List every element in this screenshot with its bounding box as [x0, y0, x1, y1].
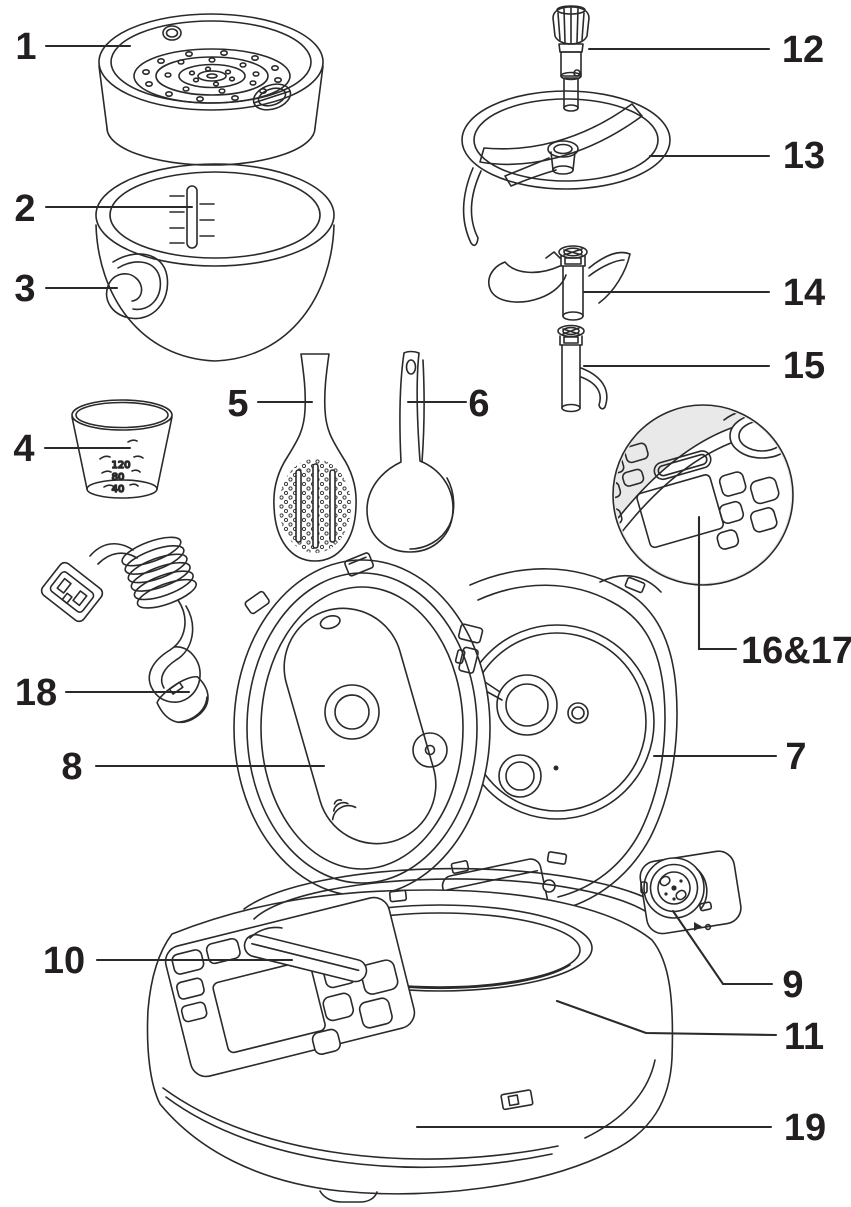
callout-5-label: 5: [227, 383, 248, 425]
callout-1-label: 1: [15, 26, 36, 68]
callout-11-leader: [555, 999, 778, 1037]
callout-14-label: 14: [783, 272, 825, 314]
release-arrow-icon: [694, 922, 712, 931]
lid-assembly-drawing: [233, 552, 678, 928]
callout-10-label: 10: [43, 940, 85, 982]
steam-wave-icon: [331, 799, 357, 821]
callout-9-leader: [671, 909, 774, 986]
callout-18-label: 18: [15, 672, 57, 714]
inner-bowl-drawing: [95, 163, 335, 362]
paddle-shaft-drawing: [557, 324, 608, 413]
callout-16-17-label: 16&17: [741, 630, 851, 672]
rice-paddle-drawing: [273, 353, 357, 562]
stirring-blade-frame-drawing: [461, 90, 671, 247]
callout-leaders: [43, 44, 778, 1129]
callout-16-17-leader: [697, 515, 738, 651]
cord-appliance-plug: [40, 561, 104, 623]
control-panel-inset-drawing: [612, 404, 794, 586]
callout-7-label: 7: [785, 736, 806, 778]
steam-valve-drawing: [639, 850, 742, 935]
valve-knob-drawing: [552, 5, 590, 112]
callout-2-label: 2: [14, 188, 35, 230]
steam-basket-drawing: [98, 13, 324, 166]
callout-labels: 1 2 3 4 5 6 7 8 9 10 11 12 13 14 15 16&1…: [13, 26, 851, 1149]
callout-19-label: 19: [784, 1107, 826, 1149]
ladle-drawing: [366, 350, 455, 553]
power-cord-drawing: [40, 536, 209, 724]
body-control-panel: [164, 896, 416, 1078]
cup-mark-40: 40: [112, 484, 125, 495]
callout-4-label: 4: [13, 428, 34, 470]
pot-handle-drawing: [243, 926, 368, 983]
cup-mark-80: 80: [112, 472, 125, 483]
callout-8-label: 8: [61, 746, 82, 788]
water-level-gauge: [169, 185, 215, 249]
callout-9-label: 9: [782, 964, 803, 1006]
callout-12-label: 12: [782, 29, 824, 71]
body-vent: [500, 1089, 534, 1111]
cord-wall-plug: [156, 676, 209, 724]
bowl-logo: [105, 253, 169, 320]
callout-11-label: 11: [784, 1016, 824, 1058]
callout-3-label: 3: [14, 268, 35, 310]
measuring-cup-drawing: 120 80 40: [71, 399, 173, 499]
outer-lid-casing: [469, 568, 678, 911]
main-body-drawing: [146, 851, 677, 1203]
cup-mark-120: 120: [111, 460, 130, 471]
callout-13-label: 13: [783, 135, 825, 177]
callout-15-label: 15: [783, 345, 825, 387]
callout-6-label: 6: [468, 383, 489, 425]
basket-holes: [142, 49, 282, 103]
inner-lid-drawing: [233, 552, 491, 897]
display-screen: [636, 474, 724, 549]
basket-handle: [252, 83, 292, 111]
stirring-paddle-drawing: [488, 245, 631, 321]
display-screen: [212, 960, 326, 1054]
inset-panel: [615, 442, 780, 550]
